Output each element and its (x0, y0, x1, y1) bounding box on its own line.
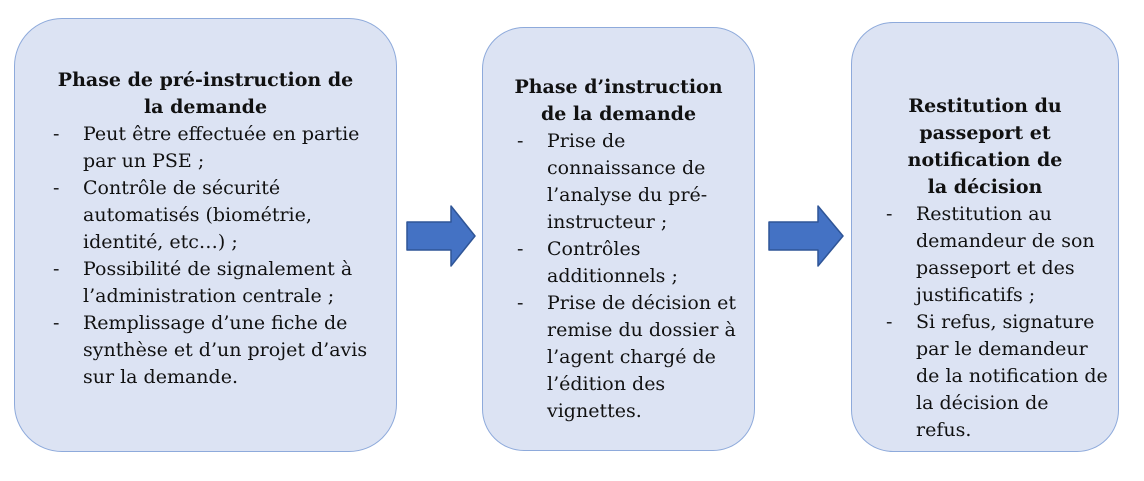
bullet-marker: - (53, 312, 60, 334)
list-item: - Restitution au demandeur de son passep… (886, 201, 1108, 309)
bullet-marker: - (53, 177, 60, 199)
list-item-text: Remplissage d’une fiche de synthèse et d… (83, 312, 368, 388)
phase-box-pre-instruction: Phase de pré-instruction de la demande -… (14, 18, 397, 452)
bullet-list: - Peut être effectuée en partie par un P… (29, 121, 382, 391)
bullet-marker: - (53, 123, 60, 145)
bullet-marker: - (517, 130, 524, 152)
list-item: - Contrôles additionnels ; (517, 236, 744, 290)
list-item: - Si refus, signature par le demandeur d… (886, 309, 1108, 444)
list-item-text: Prise de connaissance de l’analyse du pr… (547, 130, 708, 233)
bullet-marker: - (886, 311, 893, 333)
list-item: - Contrôle de sécurité automatisés (biom… (53, 175, 382, 256)
arrow-shape (768, 205, 844, 267)
flow-arrow-icon (406, 205, 476, 267)
flow-arrow-icon (768, 205, 844, 267)
arrow-shape (406, 205, 476, 267)
list-item: - Prise de décision et remise du dossier… (517, 290, 744, 425)
list-item-text: Possibilité de signalement à l’administr… (83, 258, 353, 307)
bullet-marker: - (886, 203, 893, 225)
list-item-text: Restitution au demandeur de son passepor… (916, 203, 1095, 306)
box-title: Phase d’instruction de la demande (514, 76, 723, 125)
box-title: Restitution du passeport et notification… (907, 95, 1063, 198)
bullet-list: - Prise de connaissance de l’analyse du … (493, 128, 744, 425)
list-item: - Prise de connaissance de l’analyse du … (517, 128, 744, 236)
bullet-marker: - (517, 292, 524, 314)
list-item: - Possibilité de signalement à l’adminis… (53, 256, 382, 310)
list-item-text: Si refus, signature par le demandeur de … (916, 311, 1108, 441)
list-item-text: Contrôles additionnels ; (547, 238, 678, 287)
list-item-text: Contrôle de sécurité automatisés (biomét… (83, 177, 312, 253)
list-item: - Remplissage d’une fiche de synthèse et… (53, 310, 382, 391)
bullet-marker: - (517, 238, 524, 260)
list-item: - Peut être effectuée en partie par un P… (53, 121, 382, 175)
phase-box-restitution: Restitution du passeport et notification… (851, 22, 1119, 452)
phase-box-instruction: Phase d’instruction de la demande - Pris… (482, 27, 755, 451)
box-title: Phase de pré-instruction de la demande (57, 69, 354, 118)
bullet-list: - Restitution au demandeur de son passep… (862, 201, 1108, 444)
bullet-marker: - (53, 258, 60, 280)
list-item-text: Prise de décision et remise du dossier à… (547, 292, 736, 422)
list-item-text: Peut être effectuée en partie par un PSE… (83, 123, 360, 172)
